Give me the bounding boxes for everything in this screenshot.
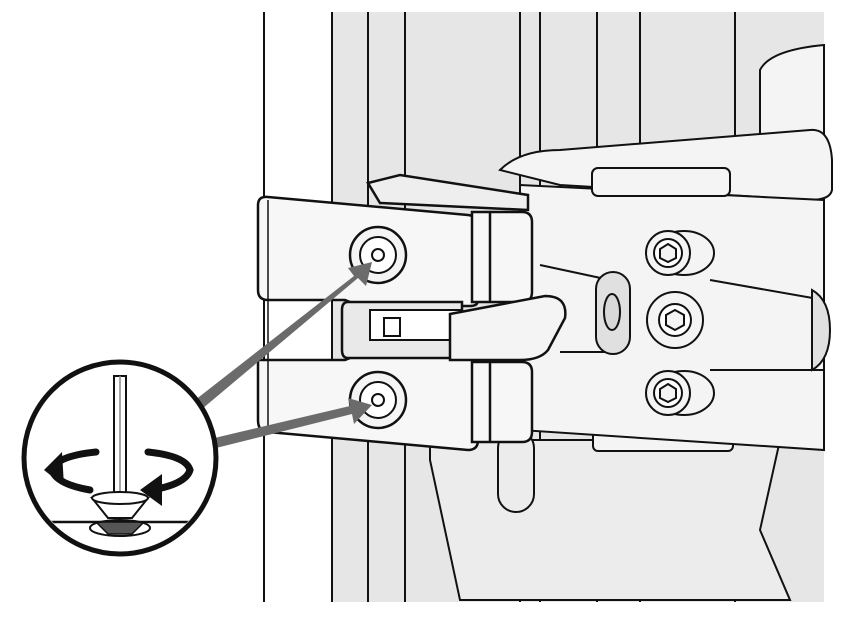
callout-magnifier [21, 359, 219, 557]
rotate-arrow-left-icon [44, 448, 100, 494]
hinge-body [256, 173, 567, 452]
arm-screw-top [645, 230, 715, 276]
callout-pointers [190, 262, 372, 450]
rotate-arrow-right-icon [140, 448, 194, 506]
arm-screws [645, 230, 715, 416]
countersunk-screw-icon [89, 375, 151, 519]
arm-screw-bottom [645, 370, 715, 416]
countersink-hole [94, 521, 146, 535]
arm-screw-middle [646, 291, 704, 349]
pointer-arrow-lower [206, 398, 372, 450]
adjustment-screw-lower [348, 370, 408, 430]
pointer-arrow-upper [190, 262, 372, 414]
